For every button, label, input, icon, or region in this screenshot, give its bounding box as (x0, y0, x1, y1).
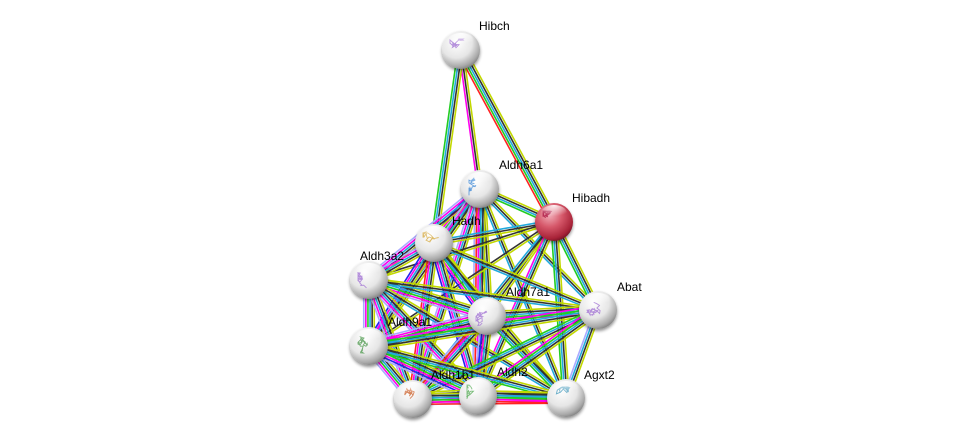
node-highlight (467, 172, 493, 188)
edge-evidence-experiments (367, 347, 478, 399)
protein-structure-icon (586, 301, 601, 317)
edge-evidence-neighborhood (430, 49, 459, 243)
node-aldh1b1[interactable]: Aldh1b1 (394, 368, 475, 418)
edge-evidence-coexpression (368, 220, 554, 280)
node-highlight (541, 205, 567, 221)
edge-evidence-coexpression (460, 49, 481, 190)
protein-structure-icon (356, 272, 367, 289)
edge-evidence-textmining (434, 240, 600, 309)
edge-Hibch-Aldh6a1[interactable] (458, 49, 483, 190)
edge-evidence-database (432, 49, 461, 243)
edge-evidence-textmining (369, 222, 556, 348)
edge-evidence-homology (367, 310, 486, 342)
edge-evidence-textmining (369, 342, 568, 396)
node-label: Agxt2 (584, 368, 615, 382)
node-label: Aldh2 (497, 365, 528, 379)
edge-evidence-coexpression (433, 221, 555, 244)
edge-evidence-database (433, 219, 554, 242)
edge-evidence-textmining (488, 222, 557, 318)
node-aldh6a1[interactable]: Aldh6a1 (461, 158, 543, 208)
node-aldh7a1[interactable]: Aldh7a1 (468, 285, 550, 335)
node-label: Aldh6a1 (499, 158, 543, 172)
node-label: Hibch (479, 19, 510, 33)
edge-evidence-database (432, 244, 598, 313)
node-aldh9a1[interactable]: Aldh9a1 (350, 315, 432, 365)
edge-evidence-neighborhood (458, 50, 553, 224)
node-hadh[interactable]: Hadh (415, 214, 481, 262)
node-agxt2[interactable]: Agxt2 (547, 368, 615, 417)
node-highlight (448, 33, 474, 49)
edge-evidence-neighborhood (368, 280, 487, 318)
node-hibadh[interactable]: Hibadh (535, 191, 610, 241)
edge-evidence-database (460, 49, 555, 223)
node-highlight (465, 379, 491, 395)
edge-evidence-coexpression (369, 344, 567, 398)
node-label: Aldh3a2 (360, 249, 404, 263)
node-highlight (474, 299, 500, 315)
node-highlight (585, 293, 611, 309)
node-highlight (356, 263, 382, 279)
edge-evidence-neighborhood (484, 317, 565, 401)
edge-evidence-textmining (369, 277, 599, 309)
node-hibch[interactable]: Hibch (442, 19, 510, 69)
edge-evidence-neighborhood (476, 307, 598, 395)
node-highlight (553, 381, 579, 397)
edge-evidence-database (368, 346, 566, 400)
edge-evidence-neighborhood (368, 314, 487, 346)
edge-evidence-coexpression (479, 188, 567, 399)
edge-evidence-textmining (463, 47, 559, 221)
node-label: Hibadh (572, 191, 610, 205)
edge-evidence-coexpression (486, 221, 555, 317)
edge-Hibch-Hibadh[interactable] (456, 47, 559, 225)
edge-evidence-cooccurrence (366, 349, 477, 401)
edge-evidence-coexpression (433, 242, 599, 311)
node-abat[interactable]: Abat (579, 280, 642, 329)
node-aldh2[interactable]: Aldh2 (459, 365, 528, 415)
edge-evidence-textmining (462, 49, 483, 189)
node-highlight (400, 382, 426, 398)
node-label: Aldh7a1 (506, 285, 550, 299)
node-aldh3a2[interactable]: Aldh3a2 (350, 249, 404, 299)
edge-evidence-experiments (368, 312, 487, 344)
node-highlight (356, 329, 382, 345)
node-label: Aldh1b1 (431, 368, 475, 382)
node-label: Abat (617, 280, 642, 294)
edge-Hibch-Hadh[interactable] (430, 49, 465, 244)
edge-evidence-textmining (437, 241, 483, 396)
edge-evidence-textmining (480, 186, 601, 310)
edge-evidence-fusion (456, 51, 552, 225)
edge-evidence-coexpression (368, 279, 599, 311)
edge-evidence-database (368, 242, 435, 347)
edge-Hadh-Abat[interactable] (432, 240, 600, 313)
edge-evidence-coexpression (434, 50, 463, 244)
edge-evidence-coexpression (462, 48, 557, 222)
edge-evidence-experiments (410, 242, 433, 399)
edge-evidence-textmining (436, 50, 465, 244)
node-label: Aldh9a1 (388, 315, 432, 329)
edge-evidence-experiments (458, 50, 479, 190)
edge-evidence-textmining (479, 312, 601, 401)
node-label: Hadh (452, 214, 481, 228)
edge-evidence-database (476, 221, 554, 396)
node-highlight (421, 226, 447, 242)
